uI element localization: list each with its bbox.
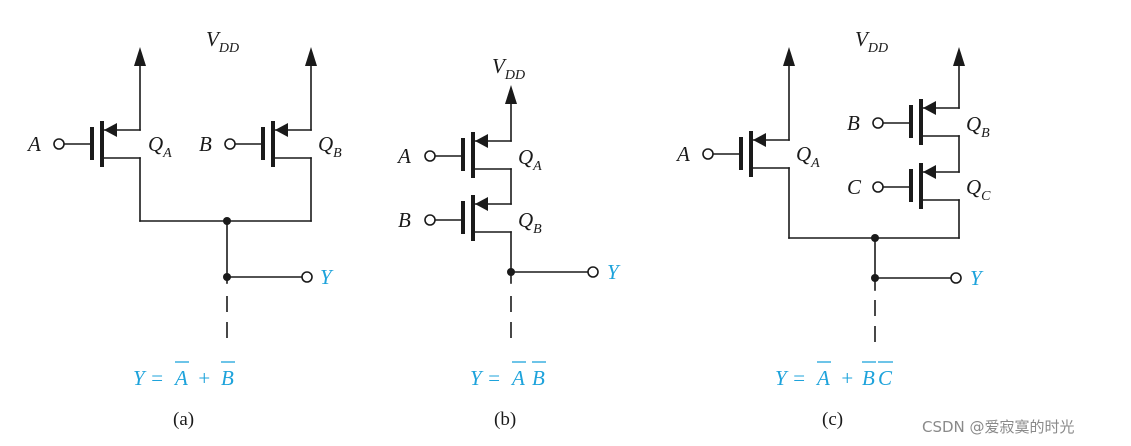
output-label-y: Y bbox=[320, 265, 334, 289]
svg-text:Y =: Y = bbox=[470, 366, 501, 390]
svg-text:+: + bbox=[197, 366, 211, 390]
output-label-y: Y bbox=[970, 266, 984, 290]
input-label-b: B bbox=[199, 132, 212, 156]
panel-c: VDD A QA B QB bbox=[675, 27, 991, 430]
input-terminal-a bbox=[53, 138, 65, 150]
junction-dot bbox=[223, 217, 231, 225]
transistor-label-qb: QB bbox=[318, 132, 342, 161]
equation-b: Y = A B bbox=[470, 361, 546, 390]
transistor-label-qc: QC bbox=[966, 175, 991, 204]
svg-text:C: C bbox=[878, 366, 893, 390]
svg-text:B: B bbox=[221, 366, 234, 390]
transistor-qa-c: A QA bbox=[675, 47, 820, 239]
source-arrow-icon bbox=[275, 123, 288, 137]
input-label-a: A bbox=[675, 142, 690, 166]
watermark: CSDN @爱寂寞的时光 bbox=[922, 418, 1075, 436]
output-terminal-y bbox=[301, 271, 313, 283]
source-arrow-icon bbox=[104, 123, 117, 137]
source-arrow-icon bbox=[475, 134, 488, 148]
transistor-qb-c: B QB bbox=[847, 47, 990, 145]
input-label-a: A bbox=[396, 144, 411, 168]
transistor-qc-c: C QC bbox=[847, 163, 991, 209]
output-terminal-y bbox=[587, 266, 599, 278]
transistor-label-qa: QA bbox=[148, 132, 172, 161]
equation-c: Y = A + B C bbox=[775, 361, 893, 390]
transistor-qb-a: B QB bbox=[199, 47, 342, 222]
vdd-arrow-icon bbox=[305, 47, 317, 66]
caption-c: (c) bbox=[822, 409, 843, 430]
svg-text:+: + bbox=[840, 366, 854, 390]
vdd-label-b: VDD bbox=[492, 54, 525, 83]
transistor-qb-b: B QB bbox=[398, 195, 542, 241]
input-label-a: A bbox=[26, 132, 41, 156]
vdd-label-c: VDD bbox=[855, 27, 888, 56]
svg-text:A: A bbox=[173, 366, 188, 390]
input-label-b: B bbox=[398, 208, 411, 232]
transistor-label-qb: QB bbox=[518, 208, 542, 237]
panel-b: VDD A QA B QB bbox=[396, 54, 621, 430]
input-terminal-b bbox=[872, 117, 884, 129]
source-arrow-icon bbox=[923, 165, 936, 179]
svg-text:A: A bbox=[815, 366, 830, 390]
transistor-qa-a: A QA bbox=[26, 47, 172, 222]
source-arrow-icon bbox=[753, 133, 766, 147]
svg-text:B: B bbox=[532, 366, 545, 390]
caption-b: (b) bbox=[494, 409, 516, 430]
output-terminal-y bbox=[950, 272, 962, 284]
input-terminal-b bbox=[424, 214, 436, 226]
input-terminal-a bbox=[424, 150, 436, 162]
svg-text:B: B bbox=[862, 366, 875, 390]
caption-a: (a) bbox=[173, 409, 194, 430]
vdd-arrow-icon bbox=[783, 47, 795, 66]
junction-dot bbox=[871, 234, 879, 242]
transistor-label-qb: QB bbox=[966, 112, 990, 141]
input-terminal-c bbox=[872, 181, 884, 193]
transistor-qa-b: A QA bbox=[396, 132, 542, 178]
input-label-b: B bbox=[847, 111, 860, 135]
vdd-arrow-icon bbox=[134, 47, 146, 66]
panel-a: VDD A QA B bbox=[26, 27, 342, 430]
source-arrow-icon bbox=[475, 197, 488, 211]
output-label-y: Y bbox=[607, 260, 621, 284]
input-terminal-b bbox=[224, 138, 236, 150]
equation-a: Y = A + B bbox=[133, 361, 235, 390]
svg-text:Y =: Y = bbox=[775, 366, 806, 390]
transistor-label-qa: QA bbox=[518, 145, 542, 174]
vdd-label-a: VDD bbox=[206, 27, 239, 56]
source-arrow-icon bbox=[923, 101, 936, 115]
input-label-c: C bbox=[847, 175, 862, 199]
transistor-label-qa: QA bbox=[796, 142, 820, 171]
vdd-arrow-icon bbox=[953, 47, 965, 66]
vdd-arrow-icon bbox=[505, 85, 517, 104]
svg-text:A: A bbox=[510, 366, 525, 390]
input-terminal-a bbox=[702, 148, 714, 160]
svg-text:Y =: Y = bbox=[133, 366, 164, 390]
